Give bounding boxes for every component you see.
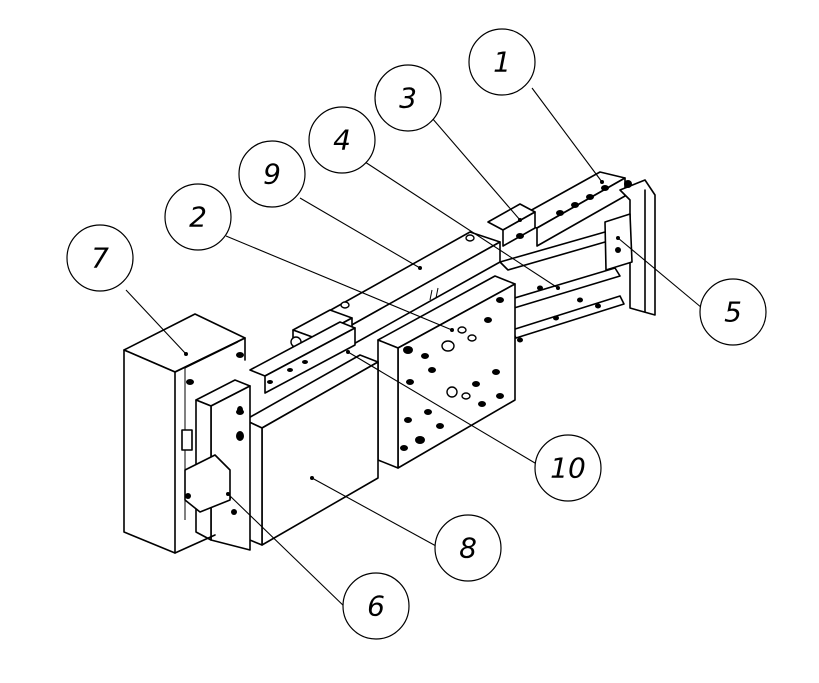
callout-1: 1 [468,28,536,96]
callout-9-label: 9 [263,158,281,191]
callout-8: 8 [434,514,502,582]
callout-9: 9 [238,140,306,208]
callout-4: 4 [308,106,376,174]
leader-7 [125,289,187,355]
callout-3: 3 [374,64,442,132]
leader-10 [347,351,541,467]
callout-5: 5 [699,278,767,346]
leader-8 [311,477,437,547]
callout-6: 6 [342,572,410,640]
callout-10-label: 10 [550,452,586,485]
leader-lines [125,87,703,611]
callout-3-label: 3 [399,82,417,115]
callout-4-label: 4 [333,124,351,157]
callout-6-label: 6 [367,590,385,623]
cover-box [123,313,246,554]
callout-1-label: 1 [493,46,511,79]
leader-3 [431,117,521,221]
leader-6 [227,493,349,611]
callout-5-label: 5 [724,296,742,329]
callout-2-label: 2 [189,201,207,234]
rail-assembly [487,171,656,343]
callout-8-label: 8 [459,532,477,565]
leader-9 [299,197,421,269]
callout-10: 10 [534,434,602,502]
leader-1 [531,87,603,183]
leader-5 [617,237,703,309]
carriage-plate [377,275,516,469]
leader-4 [361,159,559,289]
motor-housing [244,321,379,546]
callout-7-label: 7 [91,242,109,275]
callout-7: 7 [66,224,134,292]
callout-2: 2 [164,183,232,251]
leader-2 [225,235,453,331]
